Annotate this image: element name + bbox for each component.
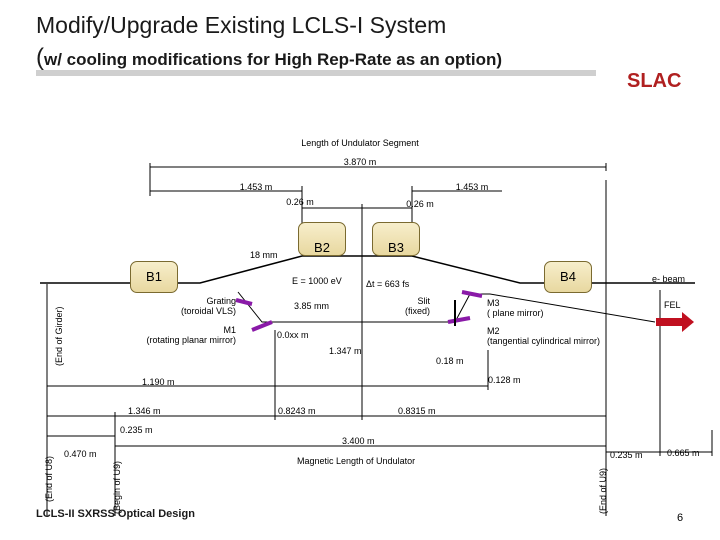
label-m3: M3 ( plane mirror) <box>487 298 544 318</box>
label-1453-left: 1.453 m <box>239 182 273 192</box>
page-number: 6 <box>677 512 684 524</box>
magnet-b2: B2 <box>298 222 346 256</box>
label-08315: 0.8315 m <box>398 406 436 416</box>
label-fel: FEL <box>664 300 681 310</box>
reference-lines <box>46 167 713 516</box>
label-end-of-girder: (End of Girder) <box>54 306 64 366</box>
m1-mirror-mark <box>251 320 273 332</box>
label-0235-right: 0.235 m <box>610 450 643 460</box>
label-slit: Slit (fixed) <box>404 296 430 316</box>
label-018: 0.18 m <box>436 356 464 366</box>
label-m2: M2 (tangential cylindrical mirror) <box>487 326 601 346</box>
label-3870: 3.870 m <box>343 157 377 167</box>
subtitle-paren: ( <box>36 44 44 71</box>
label-0470: 0.470 m <box>64 449 97 459</box>
label-end-of-u9: (End of U9) <box>598 467 608 514</box>
label-length-segment: Length of Undulator Segment <box>301 138 419 148</box>
label-1346: 1.346 m <box>128 406 161 416</box>
label-m1: M1 (rotating planar mirror) <box>146 325 236 345</box>
label-1190: 1.190 m <box>142 377 175 387</box>
fel-arrow-icon <box>656 312 694 332</box>
xray-optical-path <box>237 291 656 323</box>
label-1347: 1.347 m <box>329 346 362 356</box>
label-08243: 0.8243 m <box>278 406 316 416</box>
grating-mirror-mark <box>235 298 253 306</box>
m2-mirror-mark <box>447 316 471 324</box>
magnet-b3: B3 <box>372 222 420 256</box>
label-385mm: 3.85 mm <box>294 301 330 311</box>
label-0235-left: 0.235 m <box>120 425 153 435</box>
label-dt: Δt = 663 fs <box>366 279 410 289</box>
page-subtitle: (w/ cooling modifications for High Rep-R… <box>36 44 502 72</box>
dimension-lines <box>47 163 712 453</box>
magnet-b1: B1 <box>130 261 178 293</box>
page-title: Modify/Upgrade Existing LCLS-I System <box>36 12 447 38</box>
label-0128: 0.128 m <box>488 375 521 385</box>
m3-mirror-mark <box>461 290 483 298</box>
label-026-right: 0.26 m <box>406 199 434 209</box>
label-3400: 3.400 m <box>342 436 375 446</box>
label-18mm: 18 mm <box>250 250 278 260</box>
label-energy: E = 1000 eV <box>292 276 342 286</box>
label-begin-of-u9: (Begin of U9) <box>112 460 122 514</box>
slac-logo: SLAC <box>627 70 682 92</box>
label-magnetic-length: Magnetic Length of Undulator <box>297 456 416 466</box>
subtitle-text: w/ cooling modifications for High Rep-Ra… <box>44 50 503 69</box>
label-end-of-u8: (End of U8) <box>44 455 54 502</box>
label-ebeam: e- beam <box>652 274 686 284</box>
magnet-b4: B4 <box>544 261 592 293</box>
footer-text: LCLS-II SXRSS Optical Design <box>36 508 195 520</box>
label-grating: Grating (toroidal VLS) <box>180 296 236 316</box>
label-1453-right: 1.453 m <box>455 182 489 192</box>
header-bar <box>36 70 596 76</box>
label-026-left: 0.26 m <box>286 197 314 207</box>
label-0xx: 0.0xx m <box>277 330 309 340</box>
label-0665: 0.665 m <box>667 448 700 458</box>
